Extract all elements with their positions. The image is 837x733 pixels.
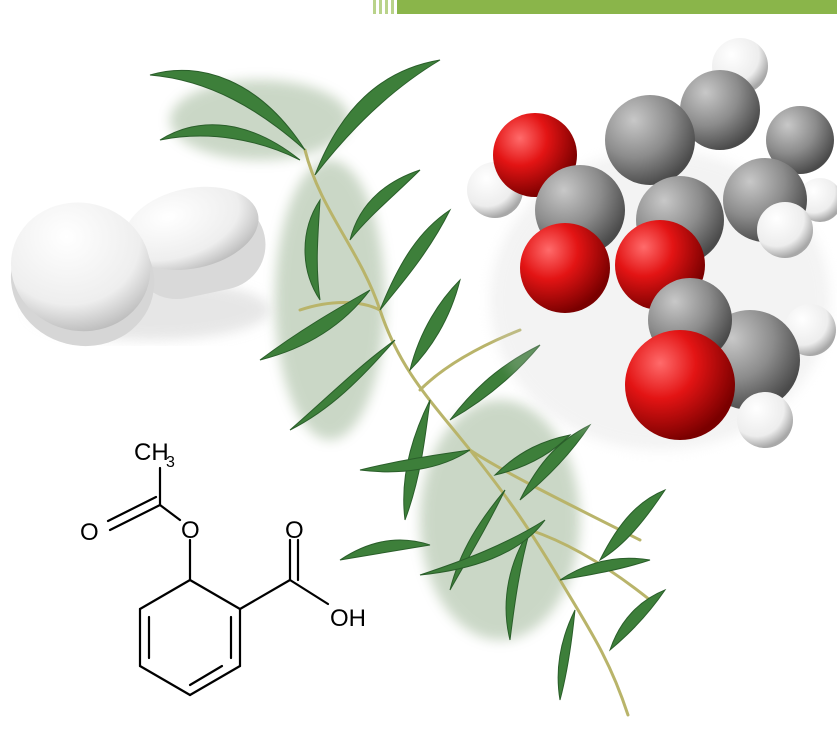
aspirin-tablets-icon (10, 186, 270, 347)
methyl-label: CH (134, 439, 169, 466)
top-accent-bar (373, 0, 837, 14)
ester-oxygen-label: O (181, 517, 200, 544)
hydroxyl-label: OH (330, 605, 366, 632)
ester-carbonyl-oxygen-label: O (80, 519, 99, 546)
skeletal-formula-icon (106, 466, 330, 697)
willow-branch-icon (149, 59, 667, 717)
space-filling-molecule-icon (467, 38, 837, 450)
methyl-subscript: 3 (166, 454, 175, 471)
formula-labels: CH 3 O O O OH (80, 439, 366, 632)
acid-carbonyl-oxygen-label: O (285, 517, 304, 544)
